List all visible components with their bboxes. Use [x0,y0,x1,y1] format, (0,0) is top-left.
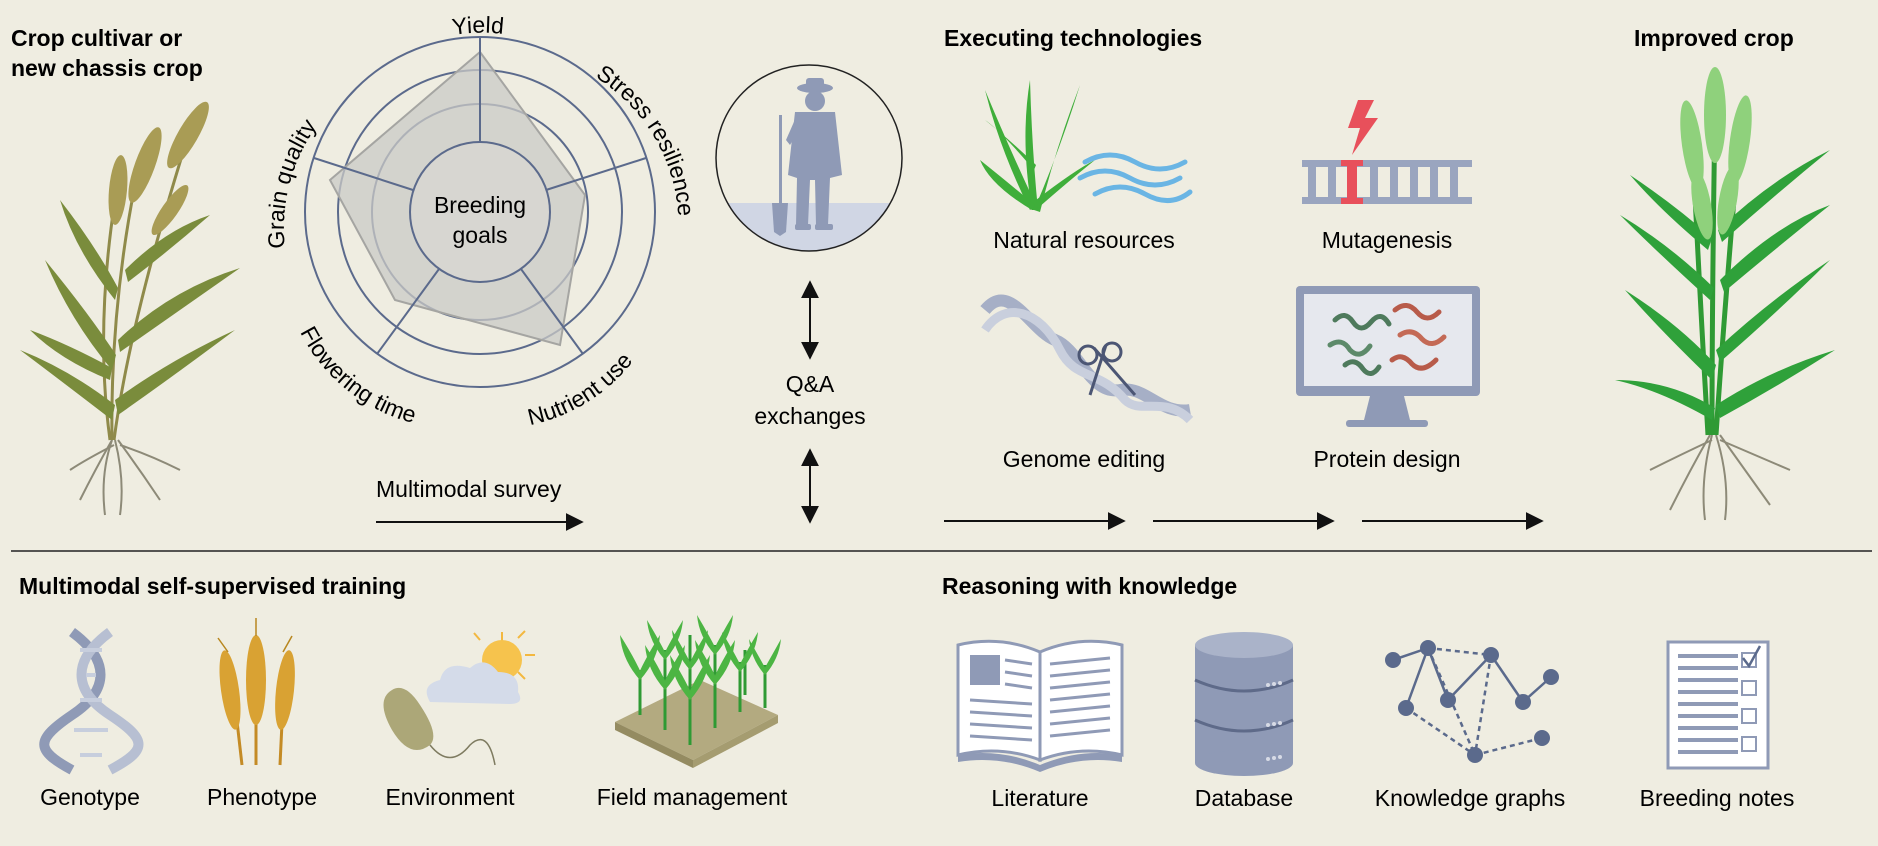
check-icon [1742,645,1762,669]
natural-resources-label: Natural resources [993,227,1175,253]
radar-axis-label: Yield [450,12,505,40]
lightning-icon [1348,100,1378,155]
natural-resources-icon [980,80,1193,212]
breeding-notes-label: Breeding notes [1640,785,1795,811]
protein-design-label: Protein design [1313,446,1460,472]
radar-axis-label: Grain quality [263,114,322,250]
literature-book-icon [956,639,1124,772]
radar-center-label-line2: goals [453,222,508,248]
database-icon [1194,632,1294,776]
phenotype-label: Phenotype [207,784,317,810]
breeding-notes-checklist-icon [1666,640,1770,770]
radar-axis-label: Stress resilience [592,59,699,217]
cloud-icon [426,662,521,704]
protein-design-monitor-icon [1296,286,1480,427]
scissors-icon [1077,341,1137,396]
genome-editing-label: Genome editing [1003,446,1165,472]
literature-label: Literature [991,785,1088,811]
breeding-goals-radar: Breeding goals Yield Stress resilience N… [263,12,700,430]
improved-crop-title: Improved crop [1634,25,1794,51]
farmer-icon [715,64,903,252]
environment-label: Environment [385,784,515,810]
mutagenesis-label: Mutagenesis [1322,227,1452,253]
genotype-dna-icon [39,627,144,775]
wild-crop-plant-icon [20,101,240,516]
qa-label-line1: Q&A [786,371,835,397]
phenotype-wheat-icon [217,618,295,766]
radar-axis-label: Nutrient use [525,348,637,431]
environment-icon [383,630,535,766]
knowledge-graph-icon [1385,640,1559,763]
field-management-label: Field management [597,784,788,810]
improved-crop-plant-icon [1615,67,1835,521]
genome-editing-icon [980,294,1194,424]
crop-cultivar-title-line1: Crop cultivar or [11,25,182,51]
radar-center-label-line1: Breeding [434,192,526,218]
microbe-icon [383,687,434,750]
field-management-icon [615,615,781,768]
mutagenesis-dna-icon [1302,100,1472,204]
knowledge-graphs-label: Knowledge graphs [1375,785,1566,811]
executing-technologies-title: Executing technologies [944,25,1202,51]
qa-label-line2: exchanges [754,403,865,429]
genotype-label: Genotype [40,784,140,810]
crop-cultivar-title-line2: new chassis crop [11,55,203,81]
database-label: Database [1195,785,1293,811]
multimodal-survey-label: Multimodal survey [376,476,562,502]
reasoning-title: Reasoning with knowledge [942,573,1237,599]
training-title: Multimodal self-supervised training [19,573,406,599]
